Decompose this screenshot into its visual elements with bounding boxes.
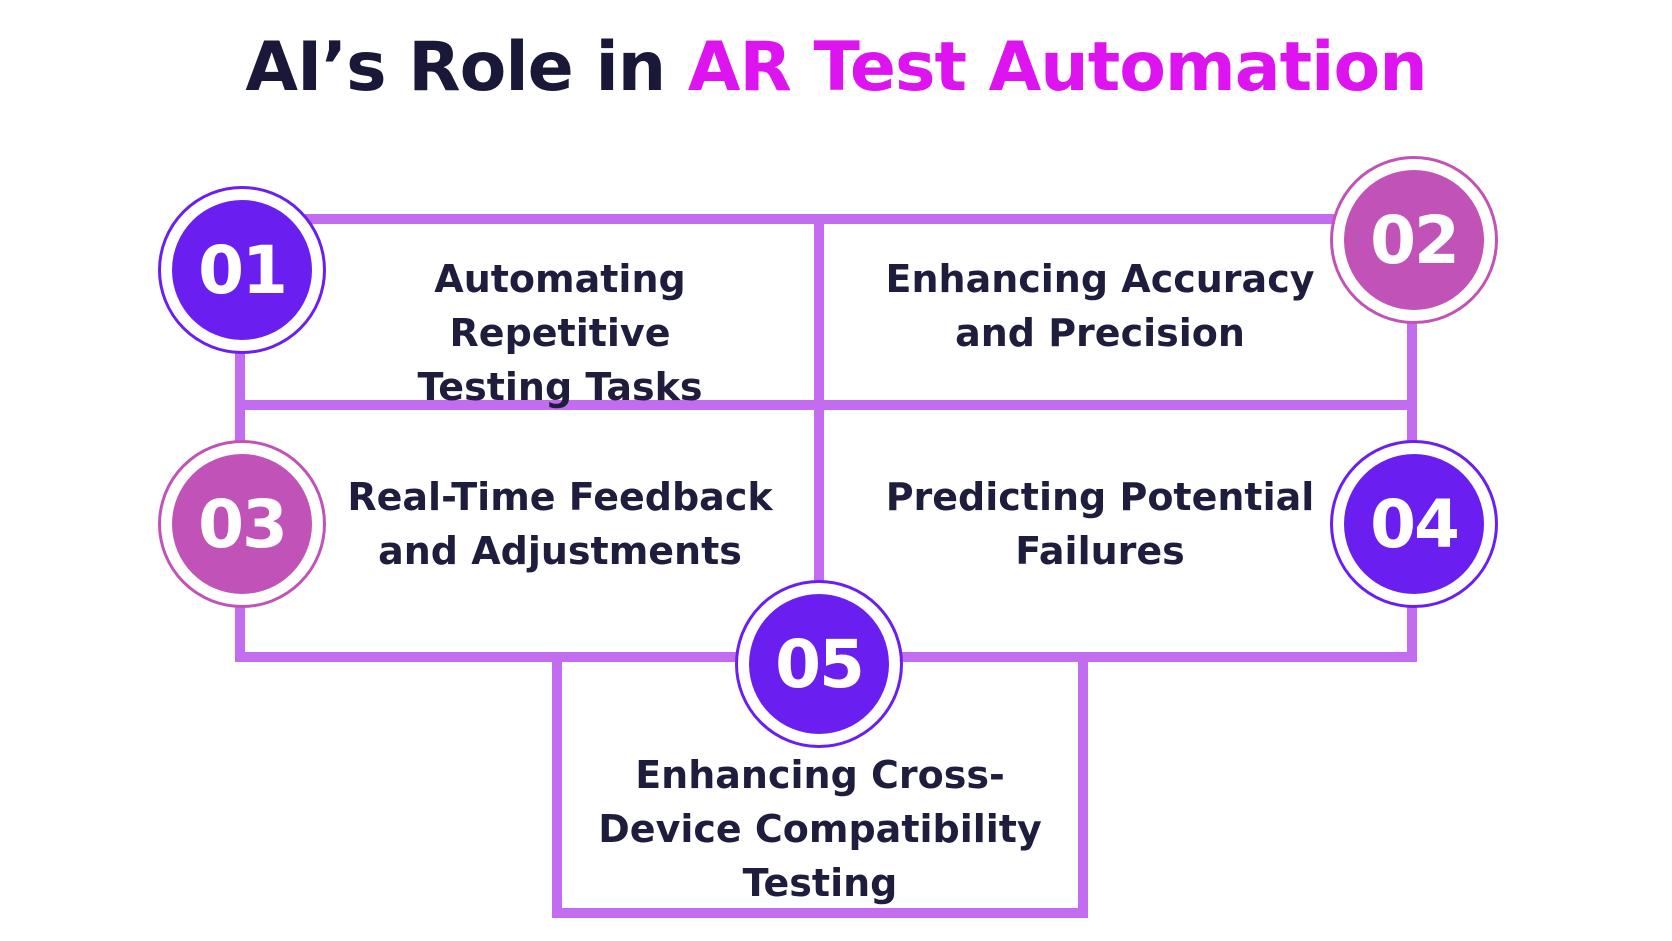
page-title: AI’s Role in AR Test Automation	[0, 28, 1672, 107]
badge-04-number: 04	[1344, 454, 1484, 594]
badge-03-number: 03	[172, 454, 312, 594]
grid-horizontal-divider	[235, 400, 1417, 410]
badge-05: 05	[735, 580, 903, 748]
item-04-label: Predicting Potential Failures	[885, 475, 1315, 573]
badge-02-number: 02	[1344, 170, 1484, 310]
badge-04: 04	[1330, 440, 1498, 608]
title-main: AI’s Role in	[245, 28, 688, 107]
item-02-label: Enhancing Accuracy and Precision	[885, 257, 1315, 355]
badge-05-number: 05	[749, 594, 889, 734]
badge-03: 03	[158, 440, 326, 608]
item-01-label: Automating Repetitive Testing Tasks	[417, 257, 703, 409]
badge-01: 01	[158, 186, 326, 354]
badge-02: 02	[1330, 156, 1498, 324]
item-05-label: Enhancing Cross- Device Compatibility Te…	[598, 753, 1042, 905]
grid-vertical-divider	[814, 214, 824, 662]
title-accent: AR Test Automation	[687, 28, 1428, 107]
badge-01-number: 01	[172, 200, 312, 340]
item-03-label: Real-Time Feedback and Adjustments	[347, 475, 773, 573]
